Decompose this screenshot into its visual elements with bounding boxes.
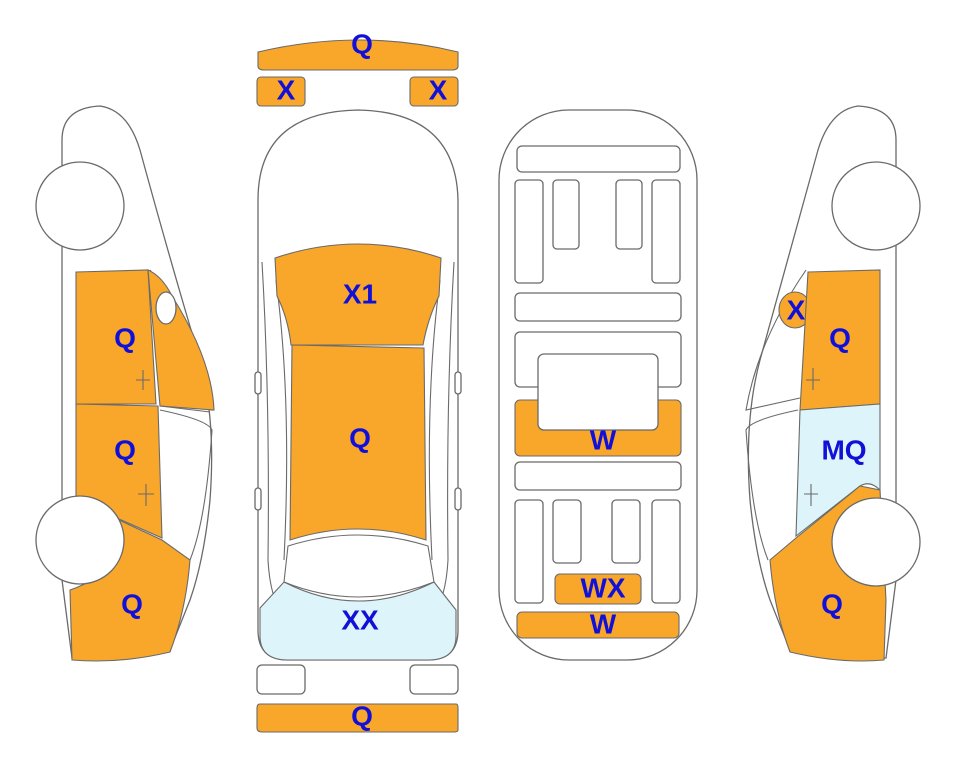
right-rear-wheel <box>831 497 921 587</box>
hood-panel[interactable] <box>274 243 442 346</box>
right-headlight-panel[interactable] <box>409 76 459 107</box>
left-taillight <box>256 664 306 695</box>
right-headlight-label: X <box>429 74 448 105</box>
rear-window-panel[interactable] <box>259 581 457 661</box>
left-rear-wheel <box>35 495 125 585</box>
car-right-side-view: X Q MQ Q <box>745 105 921 662</box>
right-handle-top <box>454 487 462 511</box>
front-parts: Q X X <box>256 28 459 107</box>
left-front-door-panel[interactable] <box>75 269 157 405</box>
car-left-side-view: Q Q Q <box>35 105 215 662</box>
rear-bumper-label: Q <box>351 700 373 731</box>
left-headlight-panel[interactable] <box>256 76 306 107</box>
underbody-rear-label: W <box>590 608 617 639</box>
left-front-wheel <box>35 161 125 251</box>
right-front-wheel <box>831 161 921 251</box>
rear-window-label: XX <box>341 604 379 635</box>
rear-bumper-panel[interactable] <box>256 703 459 733</box>
left-rear-door-label: Q <box>114 434 136 465</box>
left-front-door-label: Q <box>114 322 136 353</box>
right-mirror-label: X <box>787 294 806 325</box>
hood-label: X1 <box>343 278 377 309</box>
underbody-rear-small-label: WX <box>580 572 625 603</box>
left-handle-top <box>254 487 262 511</box>
roof-panel[interactable] <box>289 344 427 541</box>
right-rear-quarter-label: Q <box>821 588 843 619</box>
left-mirror-top <box>254 371 262 395</box>
front-bumper-label: Q <box>351 28 373 59</box>
right-rear-door-label: MQ <box>821 434 866 465</box>
underbody-middle-label: W <box>590 424 617 455</box>
right-front-door-label: Q <box>829 322 851 353</box>
underbody-rear-panel[interactable] <box>516 611 680 639</box>
car-underbody-view: W WX W <box>498 109 698 661</box>
left-rear-quarter-label: Q <box>121 588 143 619</box>
rear-parts: Q <box>256 664 459 733</box>
left-headlight-label: X <box>277 74 296 105</box>
right-taillight <box>409 664 459 695</box>
front-bumper-panel[interactable] <box>257 39 459 71</box>
roof-label: Q <box>349 422 371 453</box>
car-top-view: X1 Q XX <box>254 109 462 661</box>
underbody-rear-small-panel[interactable] <box>554 573 642 605</box>
right-mirror-top <box>454 371 462 395</box>
